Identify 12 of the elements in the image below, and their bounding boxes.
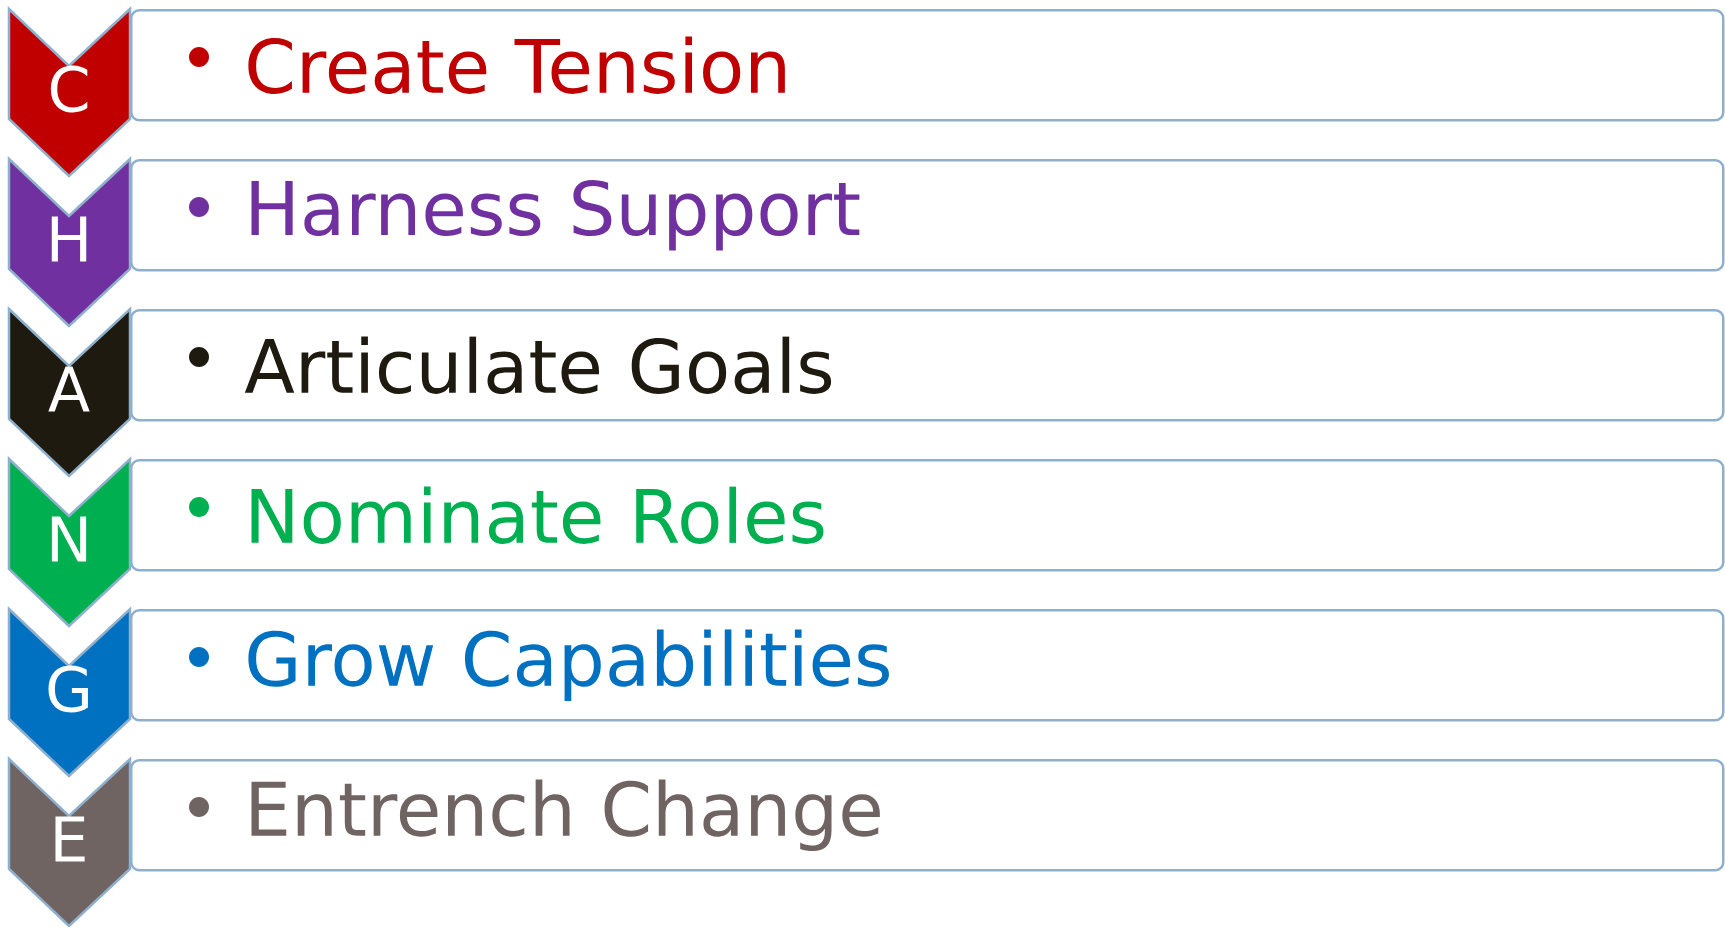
list-box: Nominate Roles xyxy=(130,459,1725,572)
list-box: Harness Support xyxy=(130,159,1725,272)
letter-badge: H xyxy=(7,156,132,328)
list-box: Articulate Goals xyxy=(130,309,1725,422)
letter-badge: N xyxy=(7,456,132,628)
letter-badge: C xyxy=(7,6,132,178)
letter-badge: E xyxy=(7,756,132,927)
list-box: Create Tension xyxy=(130,9,1725,122)
list-box: Grow Capabilities xyxy=(130,609,1725,722)
list-box: Entrench Change xyxy=(130,759,1725,872)
letter-badge: A xyxy=(7,306,132,478)
letter-badge: G xyxy=(7,606,132,778)
